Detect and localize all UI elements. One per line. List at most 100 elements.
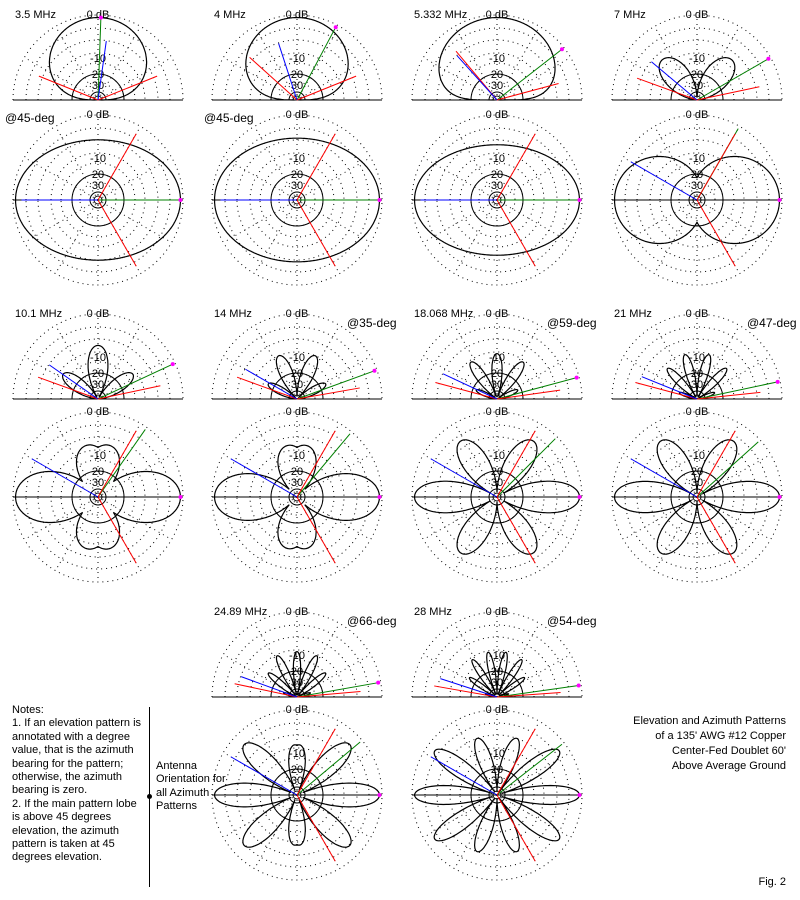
note-2: 2. If the main pattern lobe is above 45 … [12,797,137,864]
grid-spoke [55,199,99,274]
elevation-pattern-curve [468,651,526,698]
note-1: 1. If an elevation pattern is annotated … [12,717,142,797]
grid-ring [249,52,345,101]
title-line-1: Elevation and Azimuth Patterns [633,715,786,727]
grid-spoke [496,57,571,101]
grid-spoke [296,199,371,243]
grid-spoke [296,157,371,201]
secondary-ray [630,161,698,201]
grid-spoke [454,623,498,698]
grid-spoke [55,325,99,400]
ring-label-10: -10 [289,650,305,662]
ring-label-30: 30 [491,477,503,489]
ring-label-20: 20 [691,69,703,81]
grid-spoke [423,157,498,201]
grid-ring [236,636,358,698]
grid-ring [459,62,535,101]
half-power-ray [435,382,498,400]
half-power-ray [97,385,161,400]
ring-label-0db: 0 dB [486,406,509,418]
ring-label-0db: 0 dB [87,109,110,121]
max-gain-marker [98,15,103,20]
title-line-2: of a 135' AWG #12 Copper [655,730,786,742]
ring-label-30: 30 [92,477,104,489]
grid-ring [649,52,745,101]
half-power-ray [296,690,361,698]
frequency-label: 7 MHz [614,9,646,21]
grid-spoke [696,157,771,201]
grid-spoke [696,325,740,400]
grid-ring [249,649,345,698]
elevation-pattern-curve [658,57,736,101]
half-power-ray [496,389,561,400]
ring-label-0db: 0 dB [486,109,509,121]
ring-label-0db: 0 dB [686,308,709,320]
grid-ring [636,338,758,400]
grid-ring [37,436,159,558]
half-power-ray [37,376,99,400]
grid-ring [60,62,136,101]
ring-label-10: -10 [689,53,705,65]
grid-spoke [97,325,141,400]
grid-spoke [454,199,498,274]
grid-spoke [97,199,172,243]
grid-ring [436,636,558,698]
azimuth-bearing-label: @45-deg [5,111,55,125]
grid-spoke [296,57,371,101]
main-lobe-ray [97,363,173,400]
half-power-ray [696,496,736,564]
notes-heading: Notes: [12,704,44,716]
main-lobe-ray [496,685,579,698]
max-gain-marker [178,198,183,202]
ring-label-10: -10 [289,352,305,364]
half-power-ray [296,430,336,498]
grid-spoke [97,454,172,498]
ring-label-10: -10 [90,153,106,165]
half-power-ray [234,683,298,698]
grid-ring [659,162,735,238]
grid-spoke [654,126,698,201]
grid-spoke [496,356,571,400]
grid-ring [259,361,335,400]
half-power-ray [696,430,736,498]
max-gain-marker [775,379,780,384]
grid-ring [636,139,758,261]
grid-spoke [254,325,298,400]
ring-label-30: 30 [691,477,703,489]
grid-spoke [223,57,298,101]
grid-ring [236,139,358,261]
grid-ring [659,62,735,101]
frequency-label: 14 MHz [214,308,252,320]
max-gain-marker [377,793,382,797]
secondary-ray [440,678,498,698]
grid-spoke [24,496,99,540]
grid-spoke [254,623,298,698]
ring-label-0db: 0 dB [486,308,509,320]
half-power-ray [97,430,137,498]
antenna-feed-point [147,794,152,799]
ring-label-0db: 0 dB [486,9,509,21]
grid-ring [259,62,335,101]
max-gain-marker [377,495,382,499]
ring-label-10: -10 [489,153,505,165]
grid-ring [649,351,745,400]
half-power-ray [636,77,698,101]
grid-spoke [496,26,540,101]
ring-label-10: -10 [689,153,705,165]
orientation-label: Antenna Orientation for all Azimuth Patt… [156,760,226,813]
grid-ring [459,361,535,400]
elevation-pattern-curve [267,354,327,400]
frequency-label: 10.1 MHz [15,308,62,320]
half-power-ray [97,133,137,201]
